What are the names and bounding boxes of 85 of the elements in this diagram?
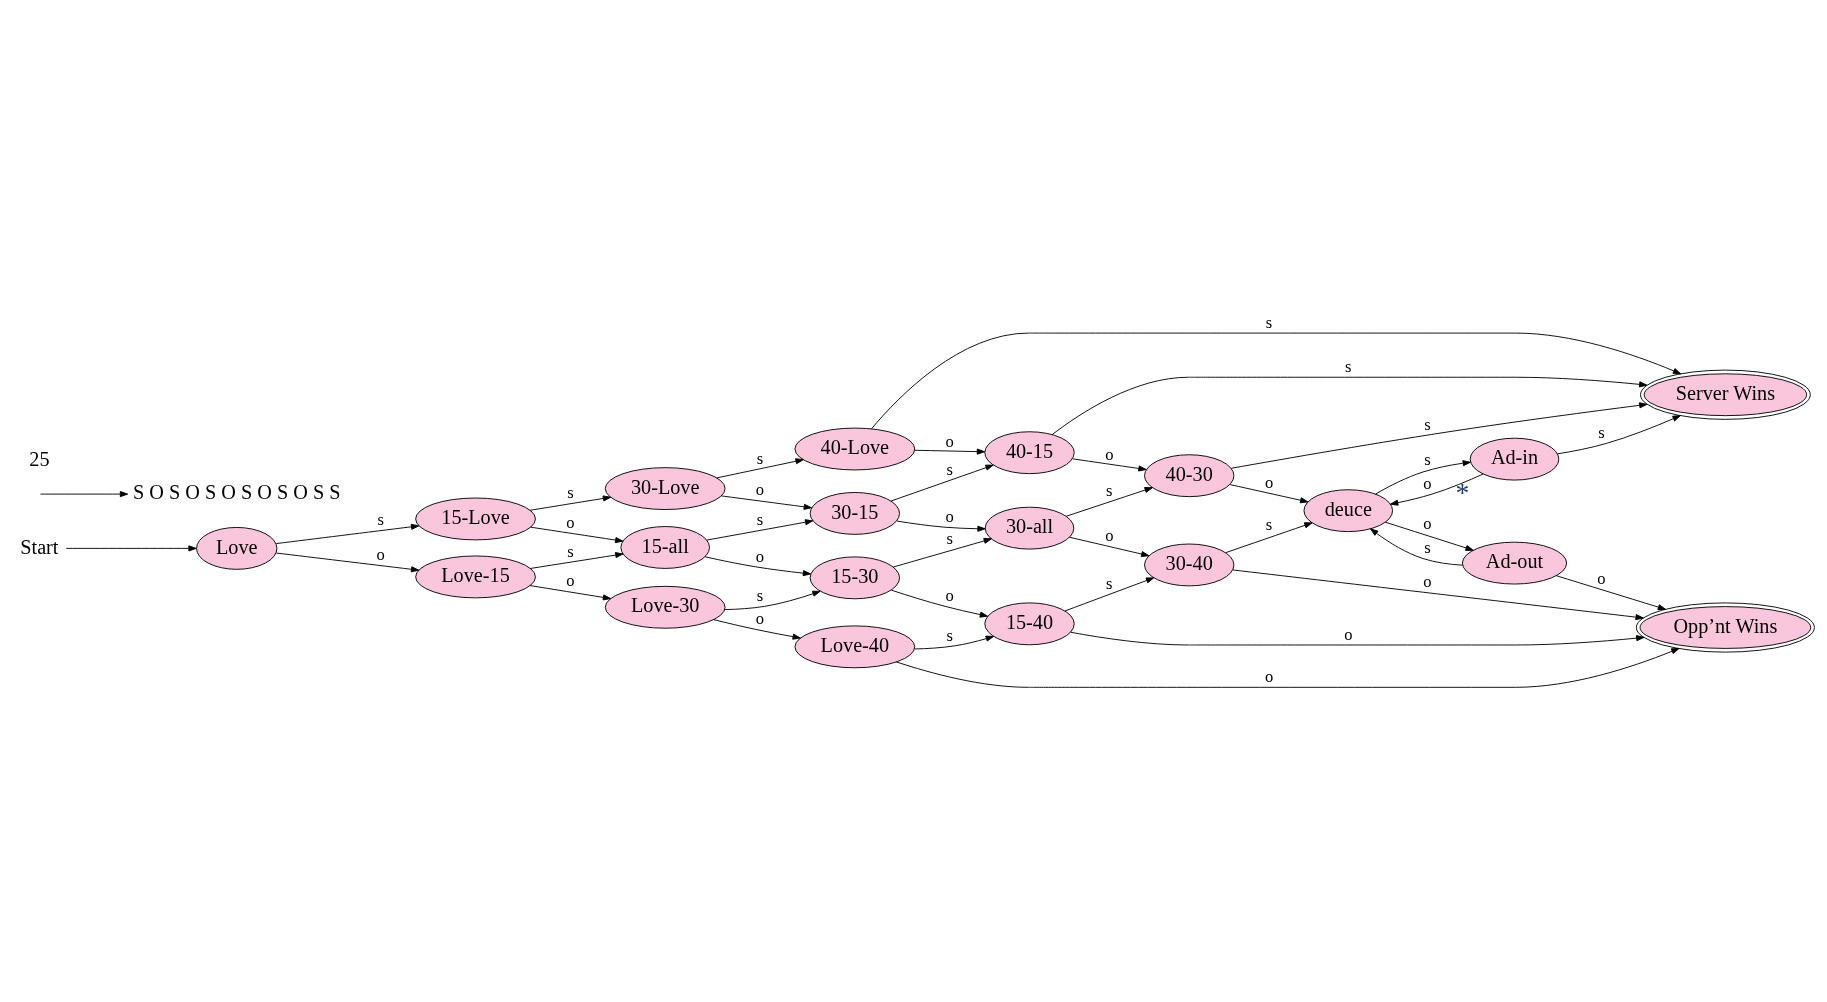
edge-label: o	[566, 571, 575, 591]
arrow	[896, 520, 986, 532]
edge-label: s	[1598, 423, 1605, 443]
edge-label: s	[756, 509, 764, 529]
arrow	[40, 491, 129, 498]
arrow	[914, 635, 994, 650]
arrow	[892, 537, 992, 568]
node-ellipse: 30-15	[809, 492, 900, 535]
arrow	[713, 619, 801, 640]
edge-label: o	[1264, 473, 1274, 493]
node-label: *	[1455, 477, 1470, 509]
edge-label: s	[946, 529, 953, 549]
edge-label: s	[1265, 312, 1273, 332]
arrow	[1232, 569, 1644, 621]
arrow	[1375, 460, 1471, 495]
arrow	[1230, 402, 1648, 469]
arrow	[65, 545, 197, 552]
arrow	[895, 647, 1680, 688]
node-ellipse: Ad-out	[1461, 541, 1568, 585]
edge-label: o	[376, 544, 385, 564]
arrow	[1556, 415, 1681, 455]
label: 25	[29, 448, 50, 471]
arrow	[706, 519, 814, 541]
node-ellipse: 15-all	[620, 526, 710, 569]
arrow	[1225, 522, 1313, 554]
edge-label: s	[1424, 538, 1431, 558]
arrow	[529, 585, 612, 601]
edge-label: o	[1423, 572, 1432, 592]
arrow	[275, 523, 420, 545]
edge-label: s	[946, 625, 953, 645]
edge-label: s	[377, 509, 384, 529]
edge-label: o	[755, 546, 765, 566]
edge-label: s	[1345, 357, 1352, 377]
node-text: S O S O S O S O S O S S	[133, 481, 341, 504]
edge-label: o	[755, 480, 765, 500]
arrow	[716, 458, 804, 479]
arrow	[891, 589, 989, 618]
edge-label: s	[1106, 481, 1113, 501]
edge-label: s	[567, 483, 574, 503]
node-ellipse: Ad-in	[1469, 437, 1560, 481]
arrow	[1069, 536, 1150, 558]
arrow	[529, 552, 624, 569]
edge-label: o	[755, 609, 765, 629]
arrow	[1072, 458, 1147, 472]
edge-label: s	[756, 449, 764, 469]
node-ellipse: Love-15	[415, 555, 536, 599]
arrow	[1065, 487, 1153, 517]
arrow	[1051, 376, 1648, 436]
edge-label: o	[1105, 444, 1114, 464]
arrow	[1390, 473, 1484, 506]
arrow	[529, 495, 612, 511]
arrow	[1229, 484, 1309, 504]
edge-label: o	[945, 431, 954, 451]
edge-label: o	[1423, 514, 1432, 534]
arrow	[724, 590, 821, 611]
arrow	[530, 526, 624, 544]
edge-label: s	[567, 542, 574, 562]
edge-label: o	[945, 586, 954, 606]
node-text: Start	[20, 535, 59, 558]
arrow	[275, 552, 420, 573]
arrow	[1555, 575, 1667, 611]
edge-label: o	[566, 512, 575, 532]
edge-label: o	[1423, 473, 1432, 493]
edge-label: s	[756, 586, 764, 606]
node-ellipse: Love	[196, 527, 278, 570]
edge-label: s	[1265, 515, 1273, 535]
arrow	[1064, 577, 1155, 612]
node-ellipse: 15-Love	[415, 497, 536, 541]
edge-label: o	[1597, 568, 1606, 588]
arrow	[890, 464, 994, 502]
arrow	[871, 332, 1682, 430]
arrow	[721, 495, 812, 510]
edge-label: s	[1424, 415, 1431, 435]
edge-label: s	[1106, 574, 1113, 594]
edge-label: o	[1105, 526, 1114, 546]
arrow	[1370, 528, 1464, 566]
edge-label: o	[945, 507, 954, 527]
arrow	[914, 448, 986, 455]
arrow	[1070, 631, 1645, 646]
arrow	[1384, 521, 1474, 551]
edge-label: o	[1344, 624, 1353, 644]
arrow	[704, 556, 812, 577]
edge-label: s	[1424, 450, 1431, 470]
edge-label: o	[1264, 667, 1274, 687]
edge-label: s	[946, 460, 953, 480]
